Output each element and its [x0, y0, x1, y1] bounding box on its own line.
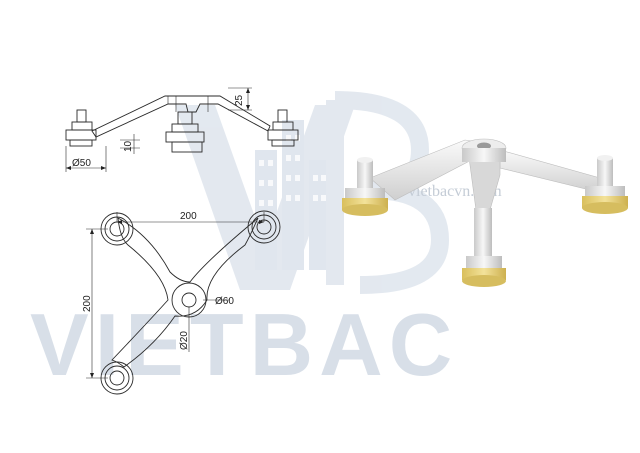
dim-pad-diameter: Ø50	[72, 158, 91, 169]
top-view-drawing	[86, 210, 281, 395]
dim-height-base: 10	[123, 140, 134, 152]
spider-fitting-3d-render	[342, 138, 628, 287]
watermark-brand: VIETBAC	[30, 295, 458, 394]
dim-width: 200	[180, 211, 197, 222]
side-view-drawing	[65, 87, 299, 153]
dim-hole-diameter: Ø20	[179, 331, 190, 350]
dim-height: 200	[82, 295, 93, 312]
dim-hub-diameter: Ø60	[215, 296, 234, 307]
dim-base-lines	[65, 134, 140, 172]
dim-height-top: 25	[234, 94, 245, 106]
